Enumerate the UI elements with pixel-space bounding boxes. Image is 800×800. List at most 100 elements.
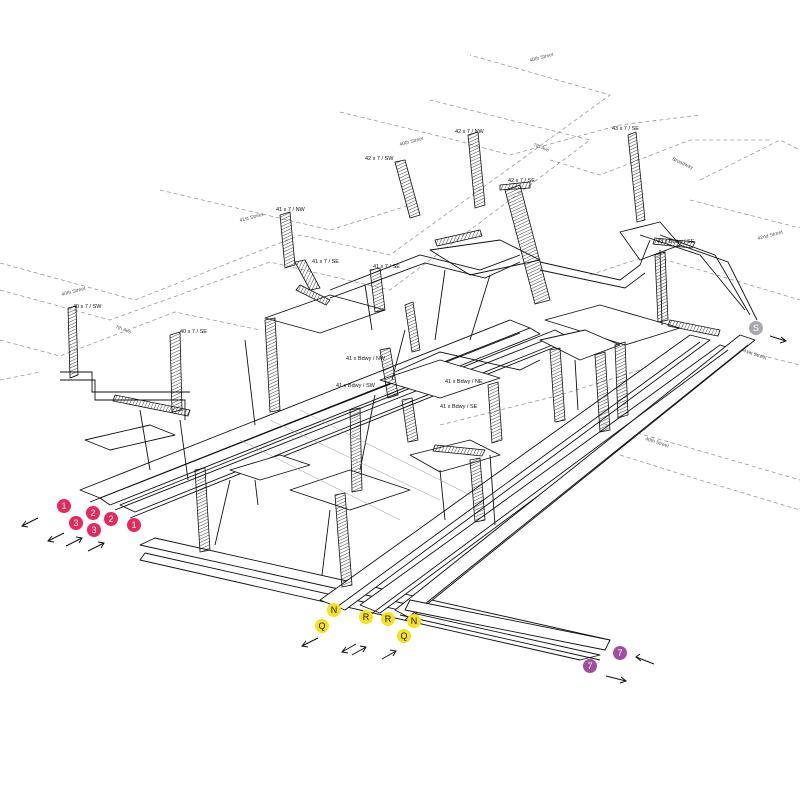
route-bullet-red bbox=[127, 518, 141, 532]
entrance-42-7-sw: 42 x 7 / SW bbox=[365, 156, 394, 162]
street-label-broadway: Broadway bbox=[671, 156, 694, 171]
stair-43-bway-down bbox=[654, 251, 669, 323]
route-bullet-yellow bbox=[381, 612, 395, 626]
entrance-43-7-se: 43 x 7 / SE bbox=[612, 126, 639, 132]
stair-43-bway bbox=[652, 237, 696, 249]
street-block-outline bbox=[339, 111, 701, 156]
platform-7-slab bbox=[404, 599, 611, 651]
route-bullet-red bbox=[69, 516, 83, 530]
arrow-right-icon bbox=[351, 645, 367, 656]
track-line bbox=[399, 614, 601, 661]
stair-shuttle-platform bbox=[667, 319, 721, 337]
passageway-40-7-b bbox=[60, 371, 190, 393]
route-bullet-yellow bbox=[327, 603, 341, 617]
route-bullet-purple bbox=[613, 646, 627, 660]
street-block-outline bbox=[549, 139, 770, 176]
guide-line bbox=[269, 419, 441, 501]
stair-42-7-se bbox=[504, 184, 551, 305]
street-block-outline bbox=[619, 454, 800, 511]
column bbox=[489, 454, 496, 526]
entrance-41-7-se-a: 41 x 7 / SE bbox=[312, 259, 339, 265]
entrance-40-7-se: 40 x 7 / SE bbox=[180, 329, 207, 335]
route-1-label: 1 bbox=[131, 520, 136, 530]
route-bullet-yellow bbox=[359, 610, 373, 624]
stair-platform-d bbox=[334, 492, 353, 588]
street-label-40th-lower: 40th Street bbox=[644, 436, 670, 449]
column bbox=[179, 419, 189, 481]
route-q-label: Q bbox=[318, 621, 325, 631]
stair-41-7-se-a bbox=[295, 284, 331, 306]
track-line bbox=[114, 337, 551, 511]
arrow-right-icon bbox=[605, 675, 628, 684]
passageway-40-7 bbox=[60, 379, 186, 420]
arrow-left-icon bbox=[47, 532, 65, 543]
mezzanine-40-7-lower bbox=[84, 424, 176, 451]
stair-40-7-se bbox=[169, 331, 183, 413]
mezzanine-passage bbox=[229, 454, 311, 481]
entrance-41-bway-se: 41 x Bdwy / SE bbox=[440, 404, 478, 410]
stair-42-7-sw bbox=[394, 159, 421, 219]
route-n-label: N bbox=[331, 605, 338, 615]
route-bullet-yellow bbox=[407, 614, 421, 628]
route-2-label: 2 bbox=[90, 508, 95, 518]
stair-42-7-nw bbox=[467, 131, 486, 209]
arrow-right-icon bbox=[87, 541, 105, 552]
stair-41-7-nw-b bbox=[294, 259, 321, 291]
entrance-43-bway-se: 43 x Bdwy / SE bbox=[657, 239, 695, 245]
guide-line bbox=[299, 409, 471, 496]
arrow-left-icon bbox=[635, 653, 655, 665]
column bbox=[244, 339, 256, 426]
stair-platform-e bbox=[469, 457, 486, 523]
column bbox=[439, 469, 446, 521]
stair-platform-f bbox=[549, 347, 566, 423]
route-q-label: Q bbox=[400, 631, 407, 641]
column bbox=[469, 274, 491, 341]
street-grid bbox=[0, 54, 800, 511]
street-label-42nd: 42nd Street bbox=[757, 229, 784, 242]
stair-41-7-se-b bbox=[369, 267, 386, 313]
stair-platform-h bbox=[614, 341, 629, 419]
column bbox=[434, 269, 446, 341]
entrance-labels: 40 x 7 / SW 40 x 7 / SE 41 x 7 / NW 41 x… bbox=[73, 126, 695, 410]
stair-platform-g bbox=[594, 351, 611, 433]
street-block-outline bbox=[0, 99, 591, 321]
track-line bbox=[89, 332, 521, 503]
arrow-right-icon bbox=[381, 649, 397, 660]
street-label-40th-top: 40th Street bbox=[529, 52, 555, 64]
entrance-42-7-nw: 42 x 7 / NW bbox=[455, 129, 485, 135]
arrow-left-icon bbox=[21, 517, 39, 528]
street-label-41st-right: 41st Street bbox=[742, 348, 767, 361]
route-3-label: 3 bbox=[91, 525, 96, 535]
stair-41-bway-sw bbox=[401, 397, 419, 443]
stair-platform-a bbox=[264, 317, 281, 413]
route-2-label: 2 bbox=[108, 514, 113, 524]
mezzanine-41-bway bbox=[379, 359, 501, 399]
street-block-outline bbox=[689, 199, 800, 229]
direction-arrows bbox=[21, 335, 788, 684]
stair-platform-i bbox=[404, 301, 421, 353]
stair-41-7-nw bbox=[279, 211, 296, 269]
column bbox=[659, 249, 663, 326]
column bbox=[214, 479, 231, 546]
guide-line bbox=[239, 439, 401, 521]
stair-43-7-se bbox=[627, 131, 646, 223]
entrance-42-7-se: 42 x 7 / SE bbox=[508, 178, 535, 184]
route-bullet-red bbox=[57, 499, 71, 513]
shuttle-curve-c bbox=[679, 244, 758, 321]
stair-platform-b bbox=[349, 407, 363, 493]
stair-42-7-sw-b bbox=[434, 229, 483, 247]
route-s-label: S bbox=[753, 323, 759, 333]
mezzanine-42-7 bbox=[429, 239, 541, 276]
route-bullet-yellow bbox=[397, 629, 411, 643]
street-label-40th-mid: 40th Street bbox=[399, 136, 425, 148]
passageway-shuttle bbox=[539, 239, 651, 281]
route-bullet-red bbox=[104, 512, 118, 526]
track-line bbox=[404, 344, 749, 621]
track-line bbox=[369, 349, 729, 616]
mezzanine-40-bway bbox=[409, 439, 501, 473]
route-n-label: N bbox=[411, 616, 418, 626]
mezzanine-40-7 bbox=[289, 469, 411, 511]
route-bullet-red bbox=[86, 506, 100, 520]
street-label-40th-left: 40th Street bbox=[61, 286, 87, 298]
stair-40-7-sw bbox=[67, 305, 79, 379]
